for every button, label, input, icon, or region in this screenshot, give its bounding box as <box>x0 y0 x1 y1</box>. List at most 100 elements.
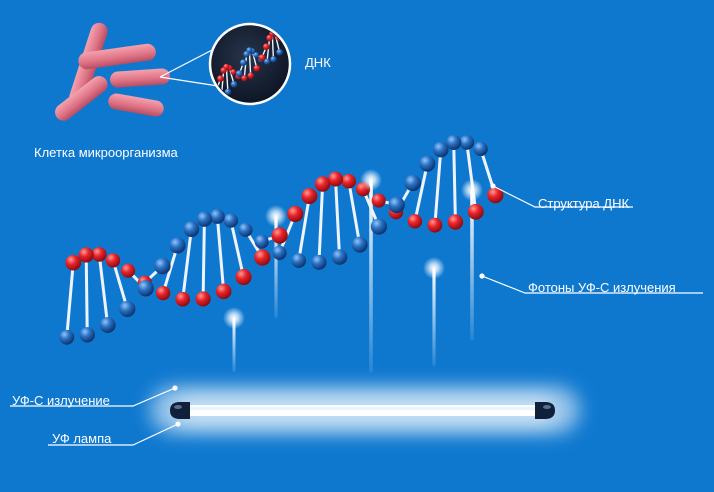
base-pair-bond <box>111 258 129 311</box>
nucleotide-blue <box>99 317 116 333</box>
nucleotide-red <box>65 254 82 271</box>
nucleotide-red <box>287 205 304 223</box>
nucleotide-blue <box>183 221 200 238</box>
nucleotide-blue <box>235 70 243 78</box>
bacteria-cells <box>55 22 170 121</box>
nucleotide-red <box>241 75 248 82</box>
bacterium <box>55 76 108 121</box>
label-microorganism-cell: Клетка микроорганизма <box>34 145 178 160</box>
nucleotide-red <box>121 263 136 278</box>
base-pair-bond <box>266 37 271 63</box>
nucleotide-blue <box>238 222 253 237</box>
nucleotide-blue <box>272 245 287 260</box>
nucleotide-red <box>235 268 252 286</box>
dna-zoom-circle <box>208 22 292 106</box>
nucleotide-blue <box>196 211 213 227</box>
nucleotide-blue <box>459 135 475 150</box>
nucleotide-red <box>447 214 464 230</box>
base-pair-bond <box>452 140 457 224</box>
photon-spark <box>360 169 382 191</box>
nucleotide-red <box>407 214 423 229</box>
base-pair-bond <box>229 219 246 279</box>
base-pair-bond <box>201 217 206 301</box>
callout-dots <box>172 183 496 427</box>
nucleotide-blue <box>419 155 436 172</box>
nucleotide-blue <box>253 52 260 59</box>
callout-photons <box>481 275 703 294</box>
base-pair-bond <box>347 179 362 247</box>
callout-uv-radiation <box>10 387 176 407</box>
nucleotide-blue <box>212 90 219 97</box>
nucleotide-red <box>371 193 386 208</box>
nucleotide-blue <box>169 237 186 254</box>
nucleotide-blue <box>223 213 239 228</box>
photon-beam <box>232 318 236 372</box>
nucleotide-red <box>253 64 261 72</box>
bacterium <box>110 68 170 88</box>
lamp-cap-right <box>535 402 555 419</box>
base-pair-bond <box>161 243 180 295</box>
callout-dna-structure <box>492 185 633 208</box>
nucleotide-blue <box>137 280 154 297</box>
nucleotide-red <box>301 188 318 205</box>
nucleotide-red <box>254 249 271 266</box>
base-pair-bond <box>297 194 311 263</box>
photon-beam <box>432 268 436 366</box>
nucleotide-red <box>105 253 121 268</box>
base-pair-bond <box>181 227 193 301</box>
photon-spark <box>423 257 445 279</box>
nucleotide-blue <box>154 257 171 275</box>
nucleotide-red <box>314 176 331 192</box>
callout-lines <box>10 185 703 446</box>
base-pair-bond <box>433 148 443 227</box>
bacterium <box>78 43 156 70</box>
callout-uv-lamp <box>48 423 179 446</box>
nucleotide-blue <box>276 48 283 56</box>
nucleotide-blue <box>254 234 269 249</box>
nucleotide-blue <box>263 58 271 65</box>
nucleotide-blue <box>331 249 348 265</box>
nucleotide-blue <box>240 59 247 67</box>
nucleotide-red <box>467 203 484 220</box>
nucleotide-blue <box>370 218 388 235</box>
nucleotide-red <box>258 54 266 62</box>
base-pair-bond <box>215 214 226 293</box>
nucleotide-blue <box>224 88 232 96</box>
nucleotide-blue <box>311 254 327 270</box>
nucleotide-red <box>230 69 237 75</box>
nucleotide-blue <box>209 209 225 224</box>
base-pair-bond <box>84 253 89 337</box>
nucleotide-blue <box>291 253 307 268</box>
nucleotide-red <box>220 67 227 74</box>
nucleotide-blue <box>473 141 488 157</box>
base-pair-bond <box>334 177 342 259</box>
nucleotide-blue <box>243 51 250 58</box>
nucleotide-red <box>262 43 270 51</box>
nucleotide-red <box>487 187 504 204</box>
nucleotide-blue <box>270 56 277 63</box>
nucleotide-blue <box>119 300 136 317</box>
nucleotide-red <box>427 217 443 233</box>
nucleotide-blue <box>59 329 75 345</box>
photon-beam <box>470 190 474 340</box>
uv-lamp <box>170 402 555 419</box>
label-uv-photons: Фотоны УФ-С излучения <box>528 280 676 295</box>
photon-spark <box>223 307 245 329</box>
nucleotide-red <box>91 247 107 262</box>
nucleotide-blue <box>432 141 449 158</box>
base-pair-bond <box>65 261 75 339</box>
photon-spark <box>265 205 287 227</box>
nucleotide-red <box>328 171 344 187</box>
nucleotide-blue <box>388 196 405 214</box>
nucleotide-red <box>195 291 211 307</box>
label-dna-structure: Структура ДНК <box>538 196 630 211</box>
nucleotide-red <box>217 75 224 83</box>
nucleotide-red <box>175 291 191 307</box>
base-pair-bond <box>317 182 325 264</box>
base-pair-bond <box>97 252 110 327</box>
nucleotide-red <box>155 285 171 301</box>
bacterium <box>108 93 164 117</box>
nucleotide-red <box>247 72 254 79</box>
dna-double-helix <box>59 134 504 345</box>
nucleotide-blue <box>79 327 95 343</box>
